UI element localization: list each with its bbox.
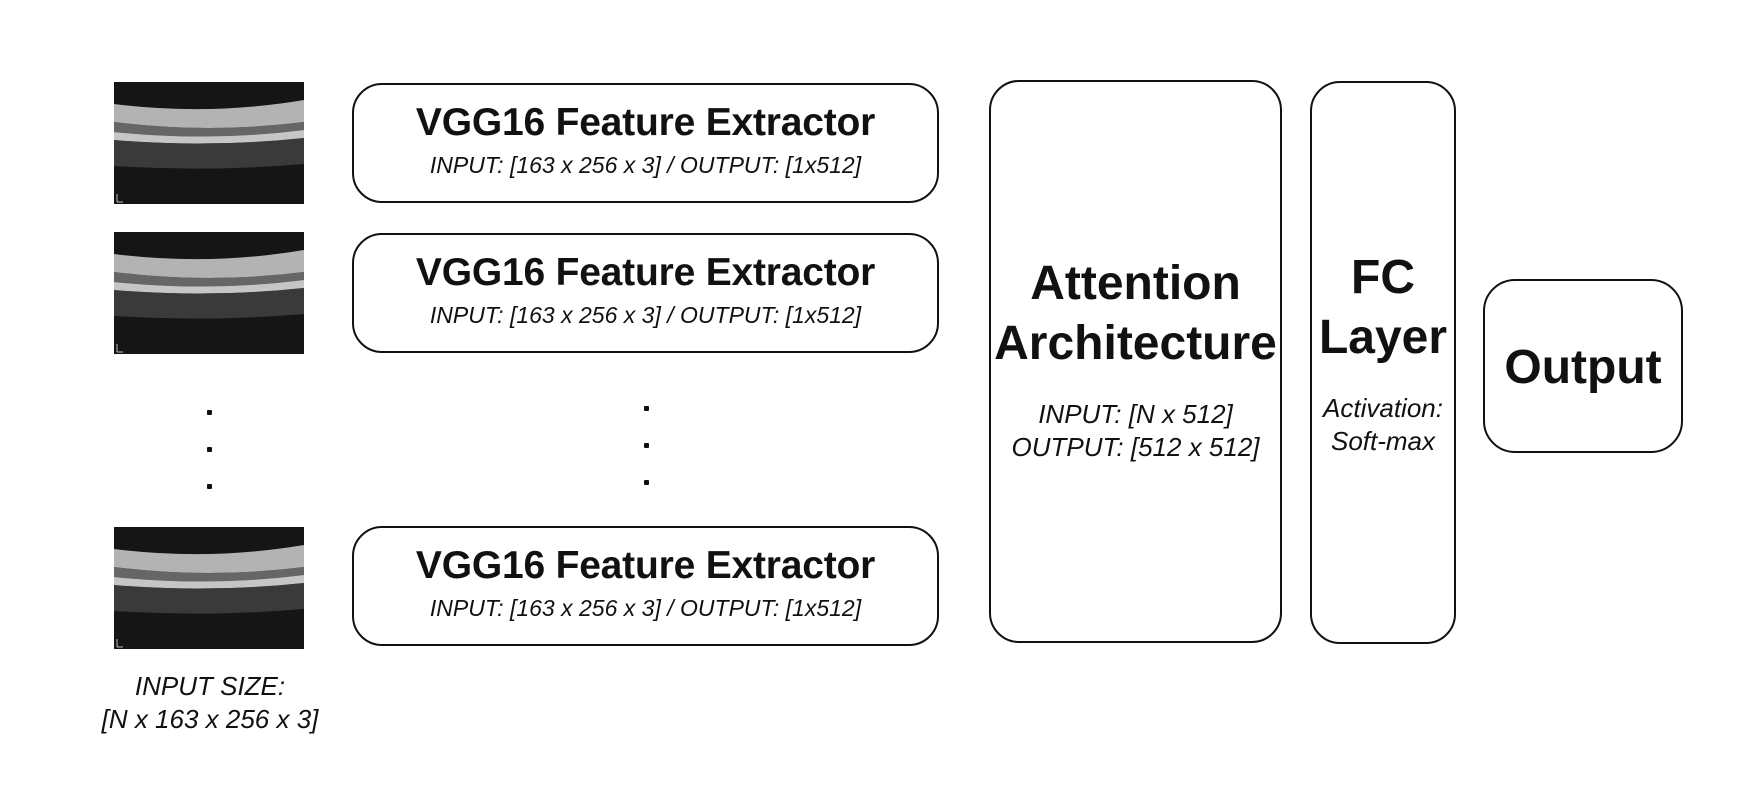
oct-scan-image <box>114 232 304 354</box>
oct-scan-graphic <box>114 82 304 204</box>
ellipsis-dot <box>207 410 212 415</box>
oct-scan-image <box>114 82 304 204</box>
vgg16-subtitle: INPUT: [163 x 256 x 3] / OUTPUT: [1x512] <box>429 302 862 328</box>
fc-activation-line2: Soft-max <box>1330 426 1436 456</box>
fc-activation-line1: Activation: <box>1323 393 1443 423</box>
attention-architecture-block: Attention Architecture INPUT: [N x 512] … <box>989 80 1282 643</box>
fc-title-line1: FC <box>1351 251 1415 304</box>
attention-output: OUTPUT: [512 x 512] <box>1011 432 1260 462</box>
vgg16-block: VGG16 Feature Extractor INPUT: [163 x 25… <box>352 233 939 353</box>
vgg16-title: VGG16 Feature Extractor <box>415 101 876 144</box>
output-label: Output <box>1504 341 1662 394</box>
attention-title-line2: Architecture <box>994 317 1277 370</box>
ellipsis-dot <box>207 447 212 452</box>
ellipsis-dot <box>644 443 649 448</box>
attention-input: INPUT: [N x 512] <box>1038 399 1233 429</box>
ellipsis-dot <box>644 406 649 411</box>
vgg16-title: VGG16 Feature Extractor <box>415 251 876 294</box>
ellipsis-dot <box>644 480 649 485</box>
vgg16-subtitle: INPUT: [163 x 256 x 3] / OUTPUT: [1x512] <box>429 595 862 621</box>
attention-title-line1: Attention <box>1030 257 1241 310</box>
input-size-line1: INPUT SIZE: <box>134 671 286 701</box>
vgg16-block: VGG16 Feature Extractor INPUT: [163 x 25… <box>352 526 939 646</box>
fc-layer-block: FC Layer Activation: Soft-max <box>1310 81 1456 644</box>
oct-scan-image <box>114 527 304 649</box>
vgg16-subtitle: INPUT: [163 x 256 x 3] / OUTPUT: [1x512] <box>429 152 862 178</box>
output-block: Output <box>1483 279 1683 453</box>
oct-scan-graphic <box>114 527 304 649</box>
ellipsis-dot <box>207 484 212 489</box>
oct-scan-graphic <box>114 232 304 354</box>
vgg16-block: VGG16 Feature Extractor INPUT: [163 x 25… <box>352 83 939 203</box>
fc-title-line2: Layer <box>1318 311 1448 364</box>
vgg16-title: VGG16 Feature Extractor <box>415 544 876 587</box>
input-size-label: INPUT SIZE: [N x 163 x 256 x 3] <box>60 670 360 736</box>
input-size-line2: [N x 163 x 256 x 3] <box>101 704 319 734</box>
